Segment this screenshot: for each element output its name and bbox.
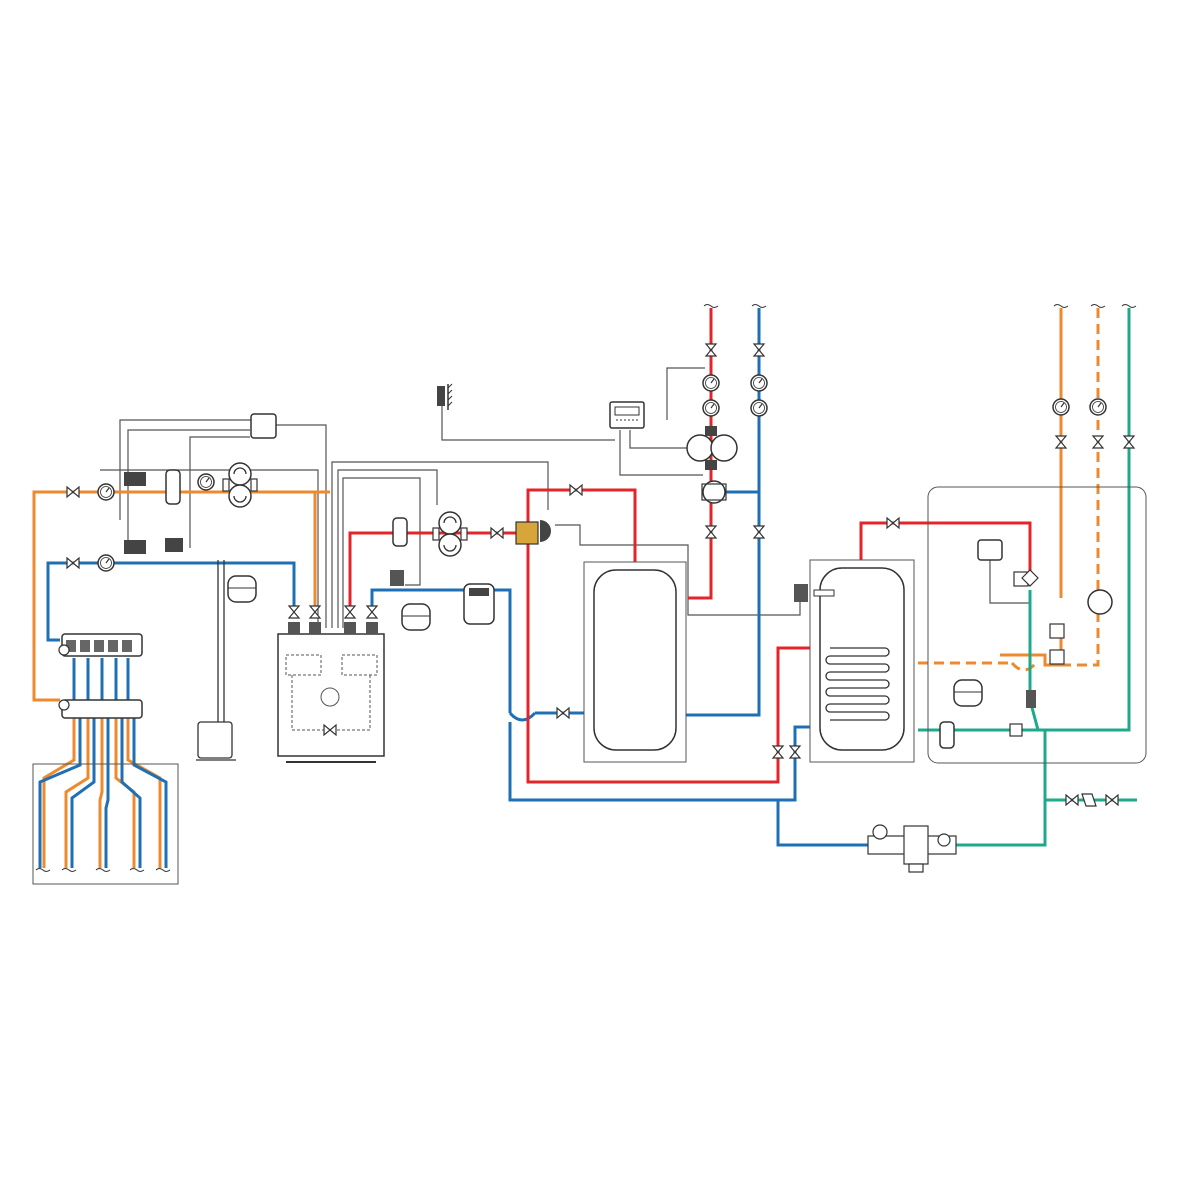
pump-icon [463,583,495,625]
valve-icon [705,343,717,357]
valve-icon [66,557,80,569]
valve-icon [1055,435,1067,449]
heating-circuit-dashed [918,308,1100,672]
mixing-station-icon [867,824,957,873]
heat-pump-connections [288,605,378,634]
valve-icon [366,605,378,619]
junction-box [250,413,277,439]
dhw-station-box [927,486,1147,764]
dirt-separator-icon [165,469,183,552]
controller-icon [609,401,645,429]
valve-icon [789,745,801,759]
gauge-icon [702,374,720,392]
valve-icon [1092,435,1104,449]
return-circuit-pipes [38,308,868,868]
outdoor-sensor-icon [437,383,453,410]
valve-icon [772,745,784,759]
valve-icon [344,605,356,619]
pipe-end-markers [35,304,1137,872]
valve-icon [490,527,504,539]
valve-icon [1123,435,1135,449]
valve-icon [556,707,570,719]
expansion-vessel-icon [390,570,404,586]
valve-icon [569,484,583,496]
valve-icon [753,343,765,357]
gauge-icon [1089,398,1107,416]
valve-icon [705,525,717,539]
pressure-switch-icon [124,472,146,554]
valve-icon [1105,794,1119,806]
gauge-icon [97,554,115,572]
underfloor-loops-icon [32,763,179,885]
filter-icon [1081,793,1097,807]
expansion-vessel-icon [227,575,257,603]
coil-tank-icon [809,559,915,763]
expansion-vessel-icon [953,679,983,707]
valve-icon [66,486,80,498]
gauge-icon [97,483,115,501]
valve-icon [886,517,900,529]
control-wiring [100,367,1030,628]
heat-pump-icon [277,633,385,763]
valve-icon [288,605,300,619]
three-way-valve-icon [515,520,551,545]
tank-small-icon [196,560,236,761]
safety-valve-icon [392,517,408,547]
valve-icon [753,525,765,539]
gauge-icon [750,399,768,417]
sensor-icon [794,584,808,602]
pump-pair-icon [686,426,738,504]
gauge-icon [1052,398,1070,416]
expansion-vessel-icon [401,603,431,631]
gauge-icon [702,399,720,417]
pump-icon [432,511,468,557]
tank-icon [583,561,687,763]
gauge-icon [197,473,215,491]
manifold-icon [58,633,143,719]
gauge-icon [750,374,768,392]
valve-icon [1065,794,1079,806]
safety-group-icon [939,721,1023,749]
